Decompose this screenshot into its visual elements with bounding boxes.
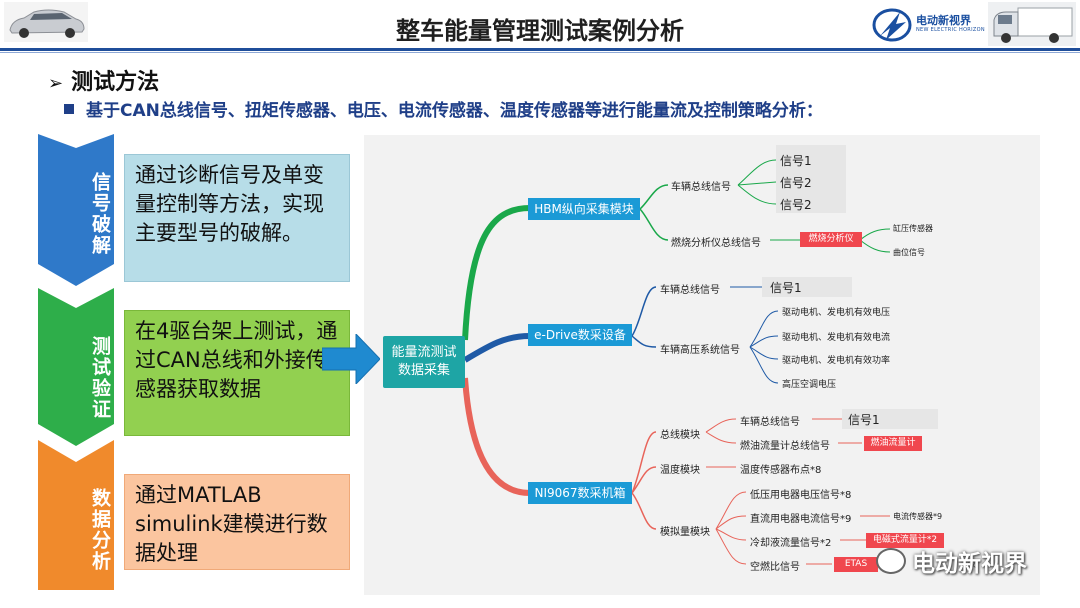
edrive-hv-item: 驱动电机、发电机有效电压 [782, 308, 891, 318]
fuel-flow-meter-tag: 燃油流量计 [864, 436, 922, 451]
ni-analog-item: 低压用电器电压信号*8 [750, 490, 852, 501]
center-node: 能量流测试 数据采集 [383, 336, 465, 388]
arrow-bullet-icon: ➢ [48, 73, 64, 94]
module-hbm: HBM纵向采集模块 [528, 198, 640, 220]
step-label: 数据分析 [89, 488, 111, 572]
header-divider [0, 48, 1080, 51]
step-chevron-verify: 测试验证 [38, 288, 114, 446]
ni-fuel-bus-label: 燃油流量计总线信号 [740, 441, 830, 452]
crank-signal: 曲位信号 [893, 248, 925, 257]
ni-bus-module: 总线模块 [660, 430, 700, 441]
edrive-bus-label: 车辆总线信号 [660, 285, 720, 296]
step-description-signal: 通过诊断信号及单变量控制等方法，实现主要型号的破解。 [124, 154, 350, 282]
ni-analog-item: 空燃比信号 [750, 562, 800, 573]
ni-bus-signal-label: 车辆总线信号 [740, 417, 800, 428]
ni-analog-item: 冷却液流量信号*2 [750, 538, 832, 549]
cylinder-pressure-sensor: 缸压传感器 [893, 224, 933, 233]
truck-image [988, 2, 1076, 46]
center-node-line2: 数据采集 [397, 363, 450, 378]
watermark-text: 电动新视界 [912, 551, 1027, 577]
module-edrive: e-Drive数采设备 [528, 324, 632, 346]
step-label: 测试验证 [89, 336, 111, 420]
step-description-analysis: 通过MATLAB simulink建模进行数据处理 [124, 474, 350, 570]
section-heading: ➢测试方法 [48, 70, 160, 95]
current-sensor-count: 电流传感器*9 [893, 512, 943, 521]
slide-header: 整车能量管理测试案例分析 电动新视界 NEW ELECTRIC HORIZON [0, 0, 1080, 53]
signal-bg [776, 145, 846, 213]
edrive-hv-item: 驱动电机、发电机有效功率 [782, 356, 891, 366]
edrive-hv-item: 驱动电机、发电机有效电流 [782, 333, 891, 343]
step-chevron-signal: 信号破解 [38, 134, 114, 286]
hbm-signal-2: 信号2 [780, 176, 812, 190]
logo-name: 电动新视界 [916, 14, 971, 27]
ni-temp-module: 温度模块 [660, 465, 700, 476]
mindmap-panel [364, 135, 1040, 595]
lambda-meter-label: λ仪 [962, 560, 977, 570]
hbm-signal-3: 信号2 [780, 198, 812, 212]
hbm-bus-label: 车辆总线信号 [671, 182, 731, 193]
ni-analog-module: 模拟量模块 [660, 527, 710, 538]
electric-horizon-logo-icon [872, 8, 912, 42]
hbm-signal-1: 信号1 [780, 154, 812, 168]
step-label: 信号破解 [89, 172, 111, 256]
step-description-verify: 在4驱台架上测试，通过CAN总线和外接传感器获取数据 [124, 310, 350, 436]
signal-bg [762, 277, 852, 297]
etas-tag: ETAS [834, 557, 878, 572]
right-arrow-icon [322, 334, 380, 384]
step-chevron-analysis: 数据分析 [38, 440, 114, 590]
signal-bg [842, 409, 938, 429]
header-divider-thin [0, 52, 1080, 53]
ni-analog-item: 直流用电器电流信号*9 [750, 514, 852, 525]
hbm-combustion-bus: 燃烧分析仪总线信号 [671, 238, 761, 249]
page-title: 整车能量管理测试案例分析 [396, 17, 684, 45]
wechat-watermark-icon [876, 548, 906, 574]
ni-temp-points: 温度传感器布点*8 [740, 465, 822, 476]
combustion-analyzer-tag: 燃烧分析仪 [800, 232, 862, 247]
square-bullet-icon [64, 104, 74, 114]
edrive-hv-item: 高压空调电压 [782, 380, 837, 390]
edrive-hv-label: 车辆高压系统信号 [660, 345, 740, 356]
section-subheading: 基于CAN总线信号、扭矩传感器、电压、电流传感器、温度传感器等进行能量流及控制策… [64, 96, 823, 121]
module-ni9067: NI9067数采机箱 [528, 482, 632, 504]
coolant-flow-meter-tag: 电磁式流量计*2 [866, 533, 944, 548]
ni-bus-signal-1: 信号1 [848, 413, 880, 427]
edrive-signal-1: 信号1 [770, 281, 802, 295]
suv-car-image [4, 2, 88, 42]
center-node-line1: 能量流测试 [391, 345, 457, 360]
logo-subtitle: NEW ELECTRIC HORIZON [916, 27, 985, 33]
